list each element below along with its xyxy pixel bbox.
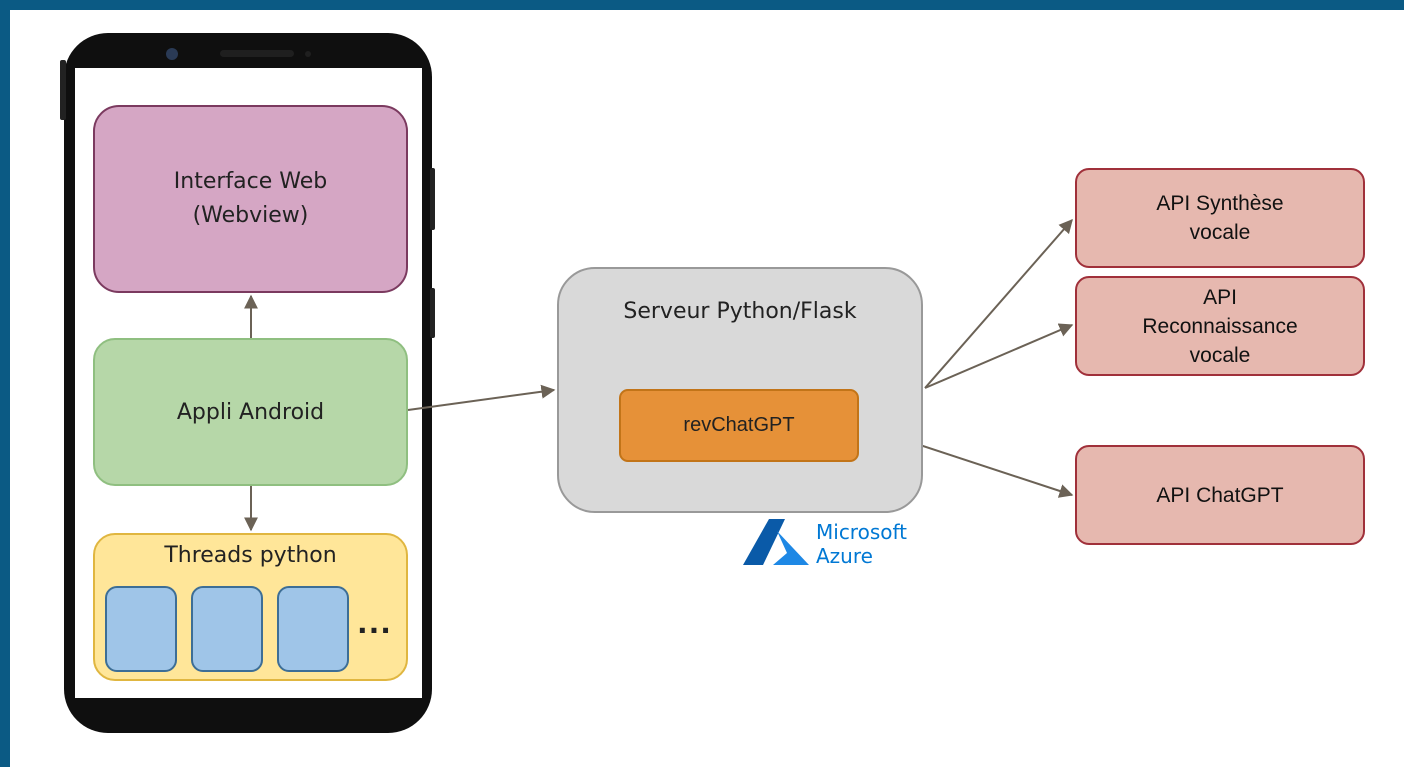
thread-block [277, 586, 349, 672]
threads-more-label: ... [357, 607, 392, 640]
front-camera-icon [166, 48, 178, 60]
serveur-flask-node: Serveur Python/Flask [557, 267, 923, 513]
diagram-canvas: Interface Web (Webview) Appli Android Th… [10, 10, 1404, 767]
appli-android-node: Appli Android [93, 338, 408, 486]
api-synthese-node: API Synthèse vocale [1075, 168, 1365, 268]
api-chatgpt-node: API ChatGPT [1075, 445, 1365, 545]
connectors [244, 218, 1074, 532]
edge-android-to-server [407, 384, 556, 411]
api-synthese-label: API Synthèse vocale [1156, 192, 1284, 244]
api-chatgpt-label: API ChatGPT [1156, 483, 1284, 507]
azure-label: Microsoft Azure [816, 520, 908, 568]
appli-android-label: Appli Android [176, 399, 325, 425]
thread-block [191, 586, 263, 672]
edge-server-to-reconnaissance [924, 323, 1074, 389]
edge-server-to-synthese [924, 218, 1073, 389]
api-reconnaissance-node: API Reconnaissance vocale [1075, 276, 1365, 376]
speaker-grille-icon [220, 50, 294, 57]
azure-logo-icon [743, 519, 809, 565]
revchatgpt-label: revChatGPT [683, 414, 795, 436]
revchatgpt-node: revChatGPT [619, 389, 859, 462]
interface-web-node: Interface Web (Webview) [93, 105, 408, 293]
serveur-flask-label: Serveur Python/Flask [623, 299, 857, 324]
thread-block [105, 586, 177, 672]
threads-python-label: Threads python [164, 543, 337, 568]
threads-python-node: Threads python ... [93, 533, 408, 681]
interface-web-label: Interface Web (Webview) [173, 169, 328, 228]
api-reconnaissance-label: API Reconnaissance vocale [1142, 285, 1298, 367]
